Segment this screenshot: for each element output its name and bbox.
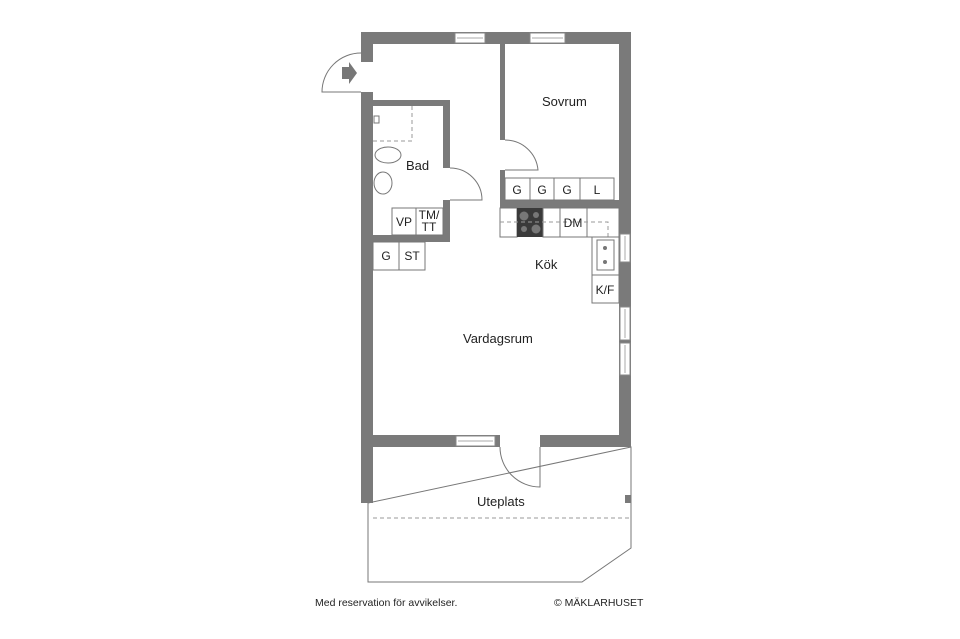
room-label-bad: Bad — [406, 158, 429, 173]
hall-wardrobe-cell — [372, 241, 400, 271]
copyright: © MÄKLARHUSET — [554, 597, 644, 609]
label-linen: L — [594, 183, 601, 197]
room-label-sovrum: Sovrum — [542, 94, 587, 109]
storage-cell — [398, 241, 426, 271]
windows — [454, 32, 631, 447]
post — [625, 495, 631, 503]
room-label-uteplats: Uteplats — [477, 494, 525, 509]
label-fridge-freezer: K/F — [596, 283, 615, 297]
label-washer-dryer: TM/ — [419, 208, 440, 222]
label-wardrobe: G — [562, 183, 571, 197]
shower-head-icon — [373, 115, 380, 124]
disclaimer: Med reservation för avvikelser. — [315, 597, 457, 609]
label-washer-dryer: TT — [422, 220, 437, 234]
uteplats-outline — [367, 446, 632, 583]
shower-area — [373, 106, 413, 142]
sink-icon — [373, 171, 393, 195]
label-wardrobe: G — [537, 183, 546, 197]
washer-cell — [415, 207, 444, 236]
label-hall-wardrobe: G — [381, 249, 390, 263]
toilet-icon — [374, 146, 402, 164]
label-storage: ST — [404, 249, 420, 263]
label-wardrobe: G — [512, 183, 521, 197]
fridge-cell — [591, 274, 620, 304]
room-label-vardagsrum: Vardagsrum — [463, 331, 533, 346]
entrance-arrow-icon — [342, 62, 357, 84]
linen-cell — [579, 177, 615, 201]
label-dishwasher: DM — [564, 216, 583, 230]
counter-cell — [586, 207, 620, 238]
room-label-kok: Kök — [535, 257, 558, 272]
kitchen-sink-icon — [596, 239, 615, 271]
label-water-heater: VP — [396, 215, 412, 229]
doors — [321, 52, 541, 488]
